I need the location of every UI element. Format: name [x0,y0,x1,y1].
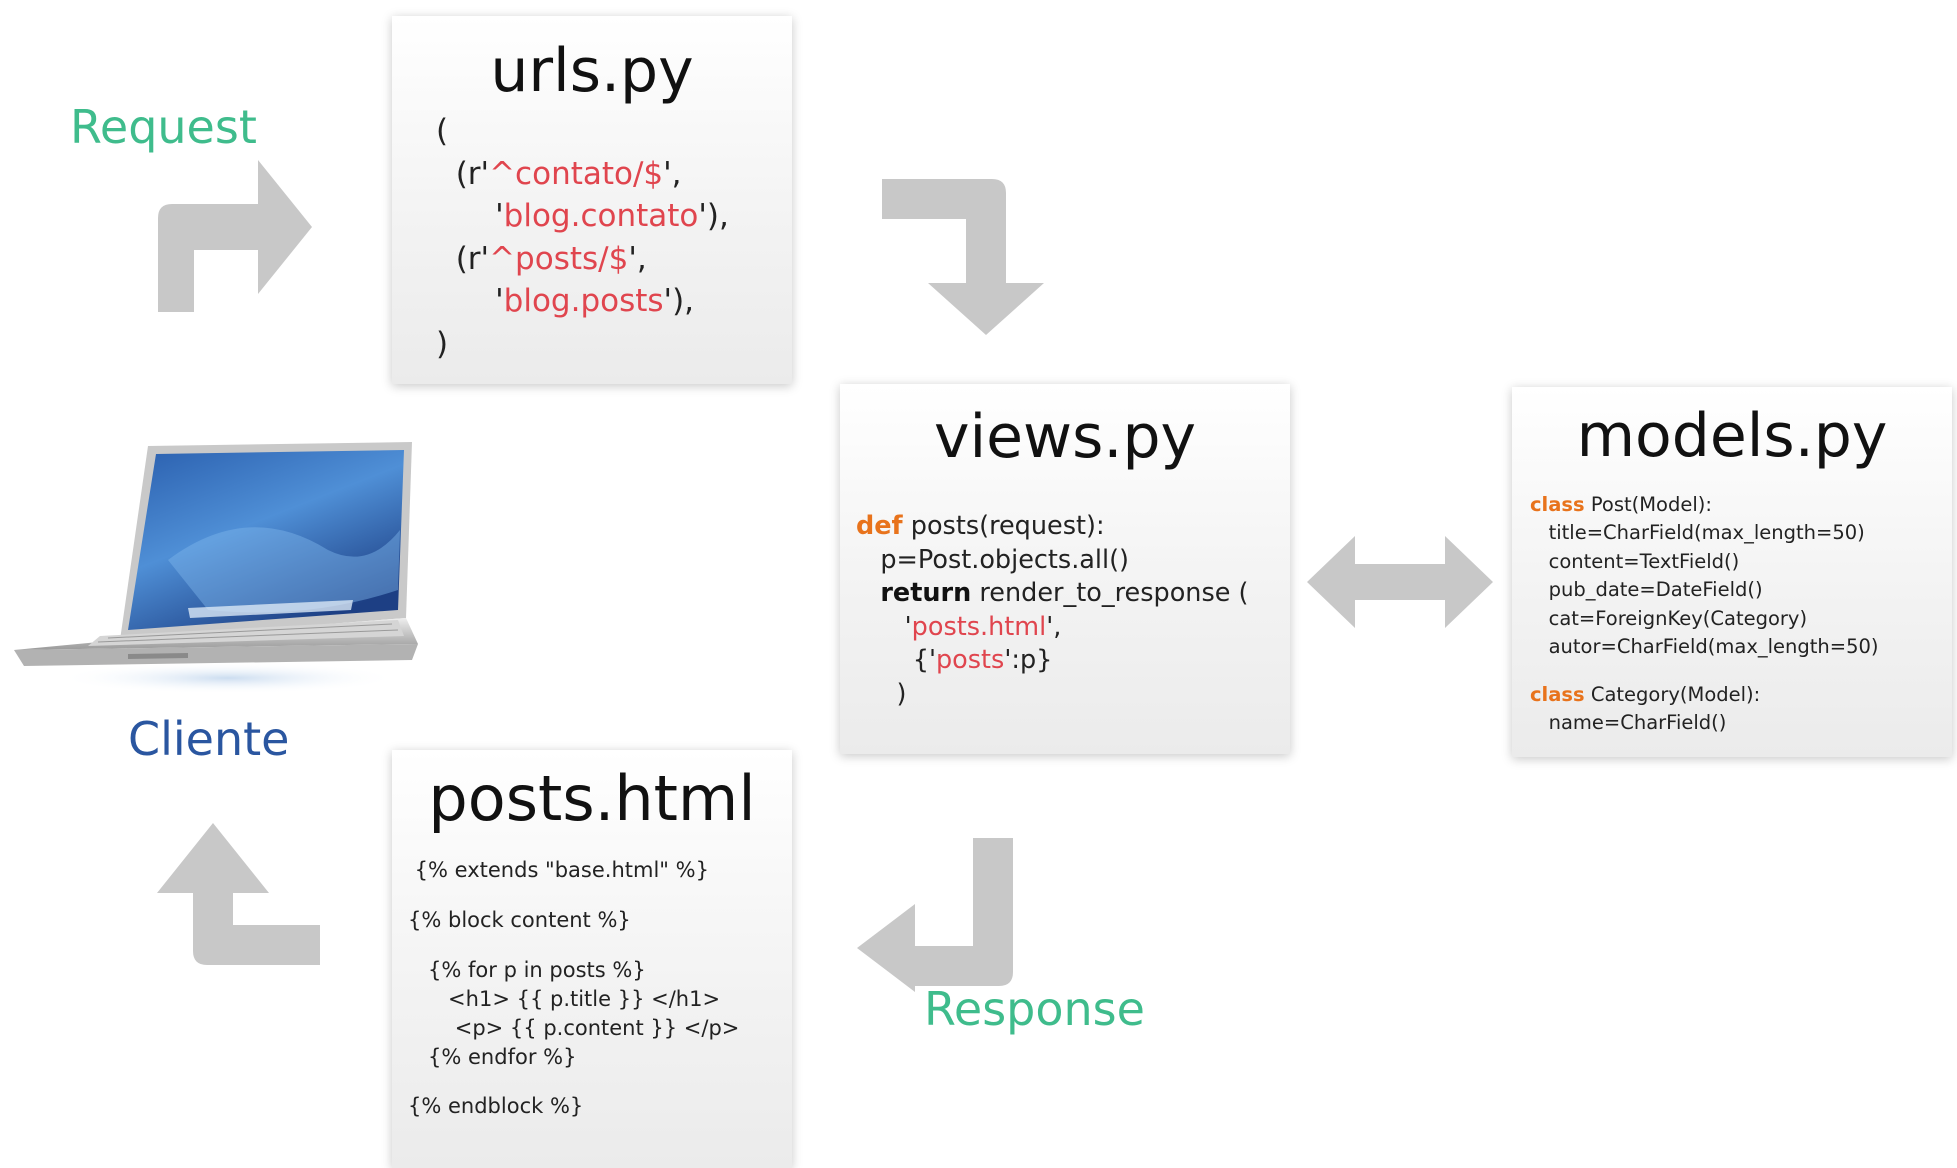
code-token: blog.contato [503,198,699,234]
code-token: ) [436,325,449,362]
code-line: class Category(Model): [1530,681,1879,709]
code-token: ( [436,113,449,149]
code-token: '), [663,283,695,319]
code-token: <h1> {{ p.title }} </h1> [408,986,721,1011]
code-token: cat=ForeignKey(Category) [1530,606,1808,630]
response-to-client-arrow-icon [157,823,320,965]
code-line: {% for p in posts %} [408,956,739,985]
code-block: def posts(request): p=Post.objects.all()… [856,510,1249,711]
code-token: ', [663,155,682,192]
code-token: ' [856,611,912,642]
code-token: (r' [436,240,490,277]
code-token [856,578,880,608]
laptop-icon [14,442,418,694]
code-token: ', [1046,611,1062,642]
code-token: render_to_response ( [971,578,1249,608]
code-token: blog.posts [503,283,664,319]
code-line: def posts(request): [856,510,1249,544]
code-token: ' [436,198,504,234]
code-line: autor=CharField(max_length=50) [1530,633,1879,661]
code-token: return [880,578,972,608]
code-token: Category(Model): [1584,682,1761,706]
code-token: def [856,511,903,541]
code-line: content=TextField() [1530,548,1879,576]
code-token: p=Post.objects.all() [856,544,1129,575]
code-token: Post(Model): [1584,493,1712,516]
code-token: content=TextField() [1530,549,1740,573]
code-token: ) [856,678,907,709]
code-line: cat=ForeignKey(Category) [1530,605,1879,633]
code-token: {% block content %} [408,907,631,932]
code-token: (r' [436,155,490,192]
code-token: posts.html [911,611,1047,642]
code-block: ( (r'^contato/$', 'blog.contato'), (r'^p… [436,110,729,365]
views-to-posts-arrow-icon [857,838,1013,992]
code-line: name=CharField() [1530,709,1879,737]
code-line: return render_to_response ( [856,577,1249,611]
code-line: {'posts':p} [856,644,1249,678]
posts-html-panel: posts.html {% extends "base.html" %} {% b… [392,750,792,1168]
code-token: {% extends "base.html" %} [408,858,709,882]
code-line [408,1071,739,1092]
code-token: class [1530,493,1585,516]
code-line: {% block content %} [408,906,739,935]
code-token: class [1530,682,1585,706]
code-line: <h1> {{ p.title }} </h1> [408,985,739,1014]
urls-to-views-arrow-icon [882,179,1044,335]
views-models-double-arrow-icon [1307,536,1493,628]
code-line: title=CharField(max_length=50) [1530,519,1879,547]
code-token: {% endblock %} [408,1094,584,1119]
code-token: <p> {{ p.content }} </p> [408,1015,740,1040]
code-line: ) [436,323,729,366]
code-line [408,885,739,906]
code-token: ', [628,240,647,277]
code-block: class Post(Model): title=CharField(max_l… [1530,491,1879,738]
code-line [1530,661,1879,681]
code-line: (r'^posts/$', [436,238,729,281]
code-token: {% for p in posts %} [408,957,646,982]
code-token: '), [698,198,729,234]
code-token: posts [935,645,1005,675]
code-token: name=CharField() [1530,711,1727,735]
models-py-panel: models.py class Post(Model): title=CharF… [1512,387,1952,757]
code-line: {% endfor %} [408,1043,739,1072]
response-label: Response [924,982,1145,1036]
code-line: ) [856,678,1249,712]
code-line: 'blog.contato'), [436,195,729,238]
code-line [408,935,739,956]
code-line: (r'^contato/$', [436,153,729,196]
code-token: autor=CharField(max_length=50) [1530,635,1879,659]
code-line: p=Post.objects.all() [856,544,1249,578]
views-py-panel: views.py def posts(request): p=Post.obje… [840,384,1290,754]
code-line: pub_date=DateField() [1530,576,1879,604]
client-label: Cliente [128,712,290,766]
code-token: {' [856,645,936,675]
code-token: {% endfor %} [408,1044,577,1069]
code-token: pub_date=DateField() [1530,578,1763,602]
panel-title: posts.html [428,762,756,835]
code-token: posts(request): [902,511,1105,541]
code-line: class Post(Model): [1530,491,1879,519]
code-token: ':p} [1004,645,1053,675]
panel-title: urls.py [490,36,694,106]
code-line: {% extends "base.html" %} [408,856,739,885]
request-arrow-icon [158,160,312,312]
code-line: {% endblock %} [408,1092,739,1121]
urls-py-panel: urls.py ( (r'^contato/$', 'blog.contato'… [392,16,792,384]
code-token: ' [436,283,504,319]
panel-title: views.py [933,402,1197,472]
code-token: ^posts/$ [489,240,629,277]
code-token: title=CharField(max_length=50) [1530,521,1865,545]
code-line: 'blog.posts'), [436,280,729,323]
code-block: {% extends "base.html" %} {% block conten… [408,856,739,1121]
code-token: ^contato/$ [489,155,664,192]
code-line: 'posts.html', [856,611,1249,645]
request-label: Request [70,100,257,154]
code-line: ( [436,110,729,153]
code-line: <p> {{ p.content }} </p> [408,1014,740,1043]
panel-title: models.py [1576,401,1888,471]
